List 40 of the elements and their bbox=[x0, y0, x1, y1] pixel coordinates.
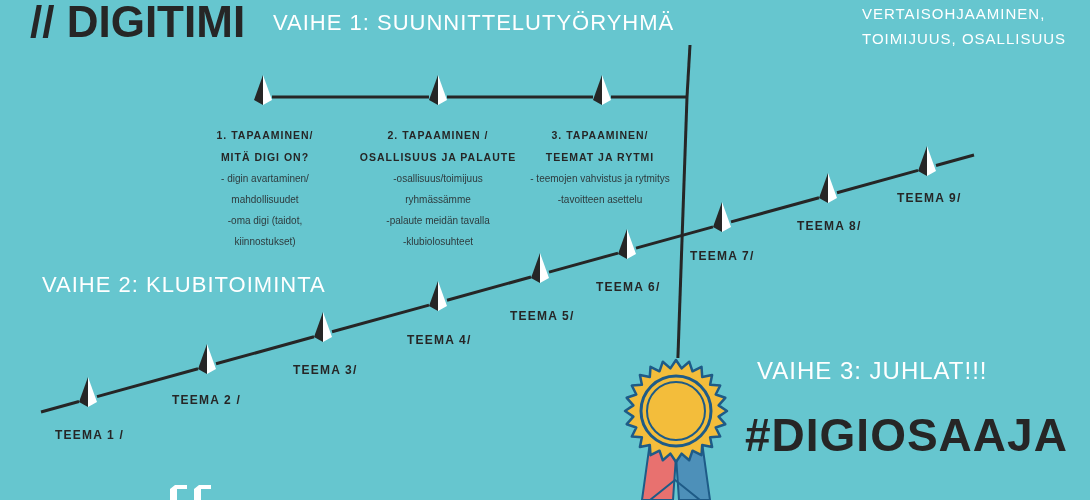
meeting-heading: 3. TAPAAMINEN/ TEEMAT JA RYTMI bbox=[544, 128, 656, 165]
timeline-line bbox=[676, 96, 689, 359]
theme-label: TEEMA 6/ bbox=[596, 279, 661, 294]
timeline-line bbox=[331, 303, 430, 334]
meeting-heading: 2. TAPAAMINEN / OSALLISUUS JA PALAUTE bbox=[358, 128, 518, 165]
theme-label: TEEMA 2 / bbox=[172, 393, 242, 408]
bullet-text: -osallisuus/toimijuus ryhmässämme bbox=[392, 172, 484, 207]
bullet-text: -klubiolosuhteet bbox=[402, 235, 473, 249]
bullet-text: - digin avartaminen/ mahdollisuudet bbox=[220, 172, 310, 207]
phase-heading: VAIHE 2: KLUBITOIMINTA bbox=[42, 271, 326, 299]
theme-label: TEEMA 4/ bbox=[407, 332, 472, 347]
timeline-line bbox=[215, 335, 315, 366]
bullet-text: - teemojen vahvistus ja rytmitys bbox=[530, 172, 670, 186]
timeline-line bbox=[730, 196, 820, 224]
timeline-line bbox=[446, 275, 532, 302]
theme-label: TEEMA 1 / bbox=[55, 428, 125, 443]
timeline-line bbox=[96, 367, 199, 399]
timeline-line bbox=[935, 153, 975, 167]
bullet-text: -tavoitteen asettelu bbox=[557, 193, 643, 207]
theme-label: TEEMA 9/ bbox=[897, 190, 962, 205]
theme-label: TEEMA 3/ bbox=[293, 363, 358, 378]
hashtag-heading: #DIGIOSAAJA bbox=[745, 410, 1068, 460]
theme-label: TEEMA 8/ bbox=[797, 219, 862, 234]
phase-heading: VAIHE 3: JUHLAT!!! bbox=[757, 357, 988, 385]
theme-label: TEEMA 7/ bbox=[690, 249, 755, 264]
timeline-line bbox=[548, 251, 619, 274]
timeline-line bbox=[40, 400, 80, 414]
timeline-line bbox=[836, 168, 919, 195]
theme-label: TEEMA 5/ bbox=[510, 308, 575, 323]
timeline-line bbox=[635, 225, 714, 250]
meeting-heading: 1. TAPAAMINEN/ MITÄ DIGI ON? bbox=[215, 128, 315, 165]
bullet-text: -oma digi (taidot, kiinnostukset) bbox=[226, 214, 304, 249]
timeline-line bbox=[685, 44, 692, 98]
timeline-line bbox=[447, 95, 593, 99]
page-title: // DIGITIMI bbox=[30, 0, 246, 46]
bullet-text: -palaute meidän tavalla bbox=[386, 214, 490, 228]
phase-heading: VAIHE 1: SUUNNITTELUTYÖRYHMÄ bbox=[273, 9, 675, 37]
timeline-line bbox=[272, 95, 429, 99]
timeline-line bbox=[611, 95, 687, 99]
keywords-text: VERTAISOHJAAMINEN, TOIMIJUUS, OSALLISUUS bbox=[862, 4, 1068, 49]
